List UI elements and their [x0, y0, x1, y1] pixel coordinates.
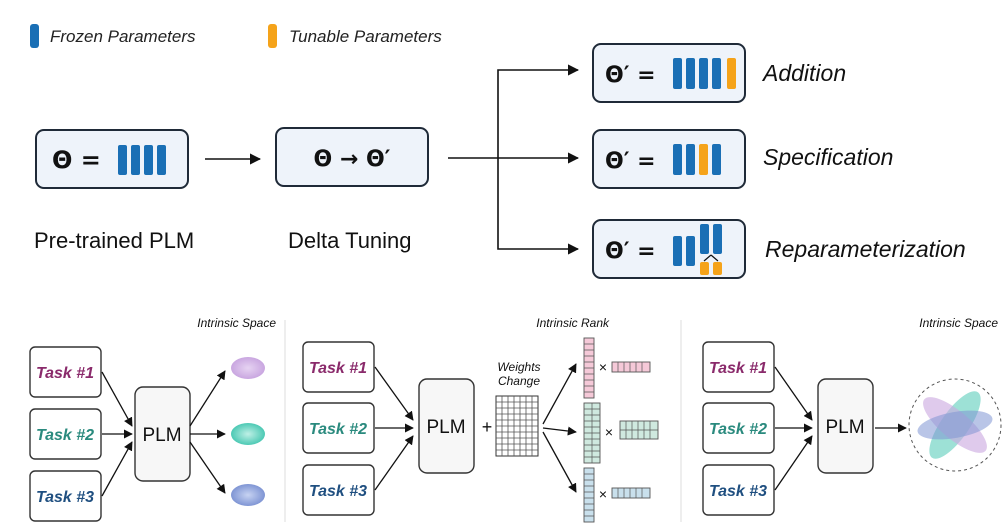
plm-box [817, 378, 874, 474]
plus-sign: + [482, 417, 493, 437]
task-3-box [29, 470, 102, 522]
plm-label: PLM [142, 425, 181, 446]
delta-box [275, 127, 429, 187]
task-2-box [302, 402, 375, 454]
task-2-box [702, 402, 775, 454]
panel-2-title: Intrinsic Rank [536, 316, 610, 330]
times-sign: × [599, 486, 607, 502]
low-rank-pair-2: × [583, 402, 659, 464]
reparameterization-label: Reparameterization [765, 236, 966, 262]
pretrained-caption: Pre-trained PLM [34, 228, 194, 253]
weights-change-matrix [495, 395, 539, 457]
panel-1-title: Intrinsic Space [197, 316, 276, 330]
plm-label: PLM [825, 417, 864, 438]
task-2-label: Task #2 [36, 427, 94, 444]
method-addition: Θ′ = Addition [592, 43, 846, 103]
intrinsic-point-1 [231, 357, 265, 379]
branch-arrows [448, 64, 580, 255]
addition-param-bars [673, 58, 736, 89]
reparameterization-formula: Θ′ = [605, 239, 656, 264]
task-3-box [702, 464, 775, 516]
frozen-legend-swatch [30, 24, 39, 48]
plm-box [418, 378, 475, 474]
addition-label: Addition [761, 60, 846, 86]
panel-intrinsic-space-right: Intrinsic Space Task #1 Task #2 Task #3 … [702, 316, 1002, 516]
delta-block: Θ → Θ′ Delta Tuning [275, 127, 429, 253]
pretrained-param-bars [118, 145, 166, 175]
weights-change-label-2: Change [498, 374, 540, 388]
legend: Frozen Parameters Tunable Parameters [30, 24, 442, 48]
weights-change-label-1: Weights [497, 360, 540, 374]
times-sign: × [605, 424, 613, 440]
specification-param-bars [673, 144, 721, 175]
low-rank-pair-1: × [583, 337, 651, 399]
task-3-label: Task #3 [309, 483, 367, 500]
reparameterization-param-bars [673, 224, 722, 275]
times-sign: × [599, 359, 607, 375]
low-rank-pair-3: × [583, 467, 651, 523]
task-1-box [302, 341, 375, 393]
task-1-label: Task #1 [309, 360, 367, 377]
delta-caption: Delta Tuning [288, 228, 412, 253]
task-1-box [29, 346, 102, 398]
task-2-label: Task #2 [309, 421, 367, 438]
method-reparameterization: Θ′ = Reparameterization [592, 219, 966, 279]
intrinsic-point-3 [231, 484, 265, 506]
task-1-box [702, 341, 775, 393]
task-2-label: Task #2 [709, 421, 767, 438]
task-1-label: Task #1 [709, 360, 767, 377]
intrinsic-point-2 [231, 423, 265, 445]
specification-formula: Θ′ = [605, 149, 656, 174]
task-2-box [29, 408, 102, 460]
frozen-legend-label: Frozen Parameters [50, 27, 196, 46]
task-3-label: Task #3 [36, 489, 94, 506]
panel-intrinsic-rank: Intrinsic Rank Task #1 Task #2 Task #3 P… [302, 316, 659, 523]
pretrained-formula: Θ = [52, 146, 101, 174]
panel-intrinsic-space-left: Intrinsic Space Task #1 Task #2 Task #3 … [29, 316, 276, 522]
specification-label: Specification [763, 144, 893, 170]
tunable-legend-label: Tunable Parameters [289, 27, 442, 46]
delta-formula: Θ → Θ′ [314, 147, 391, 172]
method-specification: Θ′ = Specification [592, 129, 893, 189]
task-3-box [302, 464, 375, 516]
addition-formula: Θ′ = [605, 63, 656, 88]
task-3-label: Task #3 [709, 483, 767, 500]
panel-3-title: Intrinsic Space [919, 316, 998, 330]
unified-intrinsic-space [908, 378, 1002, 472]
tunable-legend-swatch [268, 24, 277, 48]
plm-label: PLM [426, 417, 465, 438]
pretrained-block: Θ = Pre-trained PLM [34, 129, 194, 253]
task-1-label: Task #1 [36, 365, 94, 382]
